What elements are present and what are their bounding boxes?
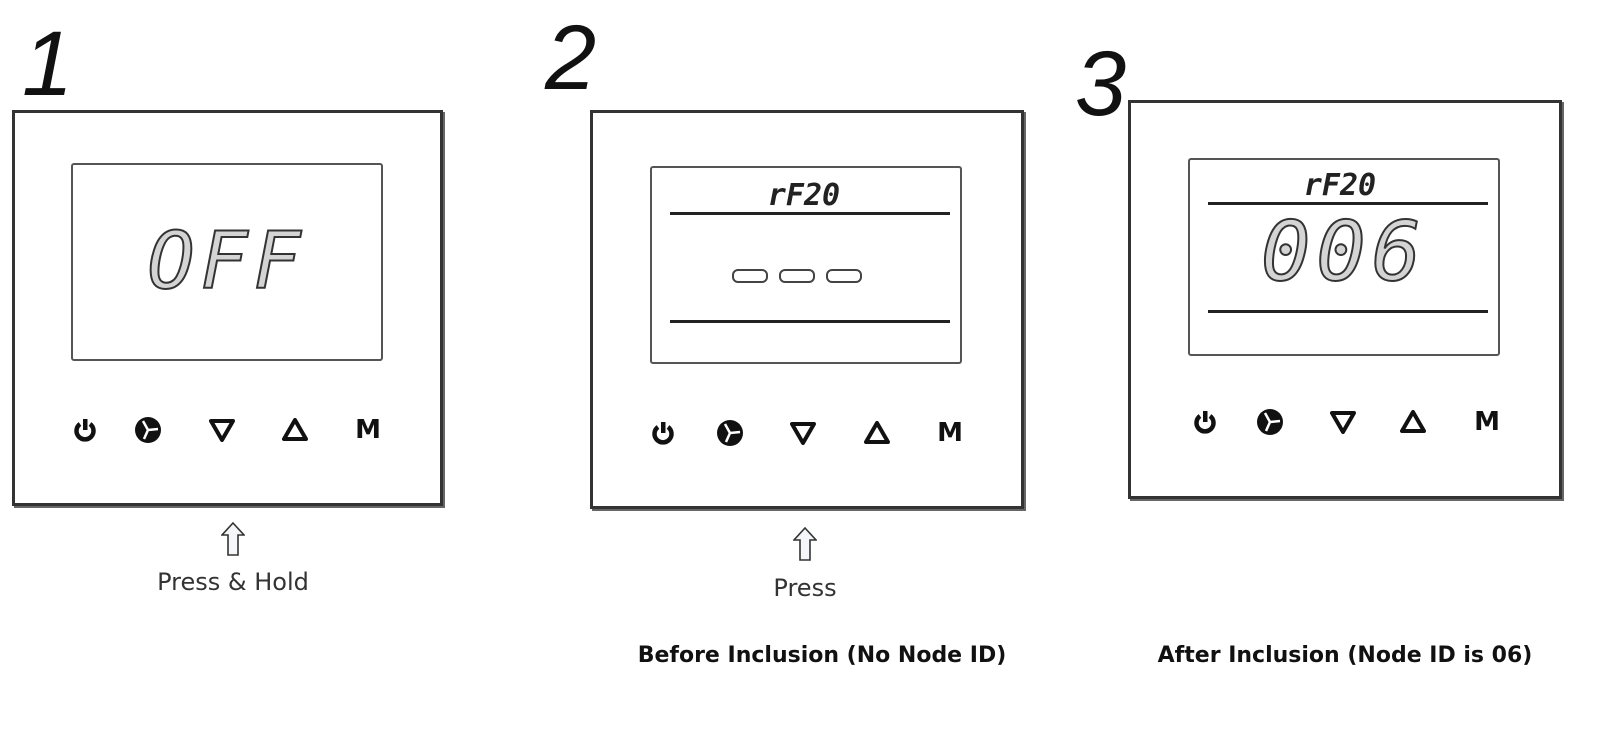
mode-button[interactable]: M <box>353 415 383 445</box>
fan-icon <box>1257 409 1283 435</box>
thermostat-panel-1: OFF <box>12 110 443 506</box>
up-triangle-button[interactable] <box>862 418 892 448</box>
up-triangle-icon <box>282 418 308 441</box>
lcd-top-readout: rF20 <box>1303 168 1377 203</box>
mode-button[interactable]: M <box>1472 407 1502 437</box>
step-number-3: 3 <box>1075 33 1127 135</box>
lcd-divider <box>670 212 950 215</box>
lcd-dash <box>732 269 768 283</box>
lcd-dash <box>779 269 815 283</box>
fan-button[interactable] <box>1255 407 1285 437</box>
thermostat-panel-2: rF20 <box>590 110 1024 509</box>
lcd-dash <box>826 269 862 283</box>
fan-icon <box>717 420 743 446</box>
mode-label: M <box>355 415 381 445</box>
up-triangle-icon <box>864 421 890 444</box>
power-button[interactable] <box>70 415 100 445</box>
power-icon <box>1194 411 1216 434</box>
down-triangle-button[interactable] <box>207 415 237 445</box>
thermostat-panel-3: rF20 006 <box>1128 100 1562 499</box>
power-icon <box>74 419 96 442</box>
lcd-screen: OFF <box>71 163 383 361</box>
up-triangle-icon <box>1400 410 1426 433</box>
mode-button[interactable]: M <box>935 418 965 448</box>
up-triangle-button[interactable] <box>1398 407 1428 437</box>
lcd-top-readout: rF20 <box>767 178 841 213</box>
lcd-divider <box>670 320 950 323</box>
mode-label: M <box>937 418 963 448</box>
fan-icon <box>135 417 161 443</box>
power-button[interactable] <box>648 418 678 448</box>
lcd-divider <box>1208 310 1488 313</box>
lcd-main-readout: 006 <box>1260 205 1428 300</box>
down-triangle-button[interactable] <box>788 418 818 448</box>
power-icon <box>652 422 674 445</box>
up-arrow-icon <box>793 527 817 561</box>
instruction-press-hold: Press & Hold <box>157 568 309 596</box>
down-triangle-icon <box>790 422 816 445</box>
lcd-main-readout: OFF <box>147 216 307 308</box>
caption-before-inclusion: Before Inclusion (No Node ID) <box>637 643 1007 668</box>
step-number-2: 2 <box>545 7 597 109</box>
step-number-1: 1 <box>22 13 74 115</box>
lcd-divider <box>1208 202 1488 205</box>
fan-button[interactable] <box>133 415 163 445</box>
caption-after-inclusion: After Inclusion (Node ID is 06) <box>1157 643 1533 668</box>
up-arrow-icon <box>221 522 245 556</box>
power-button[interactable] <box>1190 407 1220 437</box>
up-triangle-button[interactable] <box>280 415 310 445</box>
instruction-press: Press <box>773 574 837 602</box>
lcd-screen: rF20 <box>650 166 962 364</box>
down-triangle-icon <box>209 419 235 442</box>
down-triangle-icon <box>1330 411 1356 434</box>
lcd-screen: rF20 006 <box>1188 158 1500 356</box>
down-triangle-button[interactable] <box>1328 407 1358 437</box>
fan-button[interactable] <box>715 418 745 448</box>
mode-label: M <box>1474 407 1500 437</box>
